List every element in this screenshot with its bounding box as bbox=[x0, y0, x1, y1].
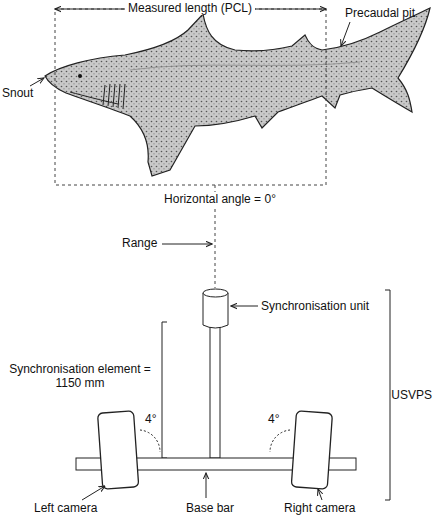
label-text: Synchronisation element = 1150 mm bbox=[9, 362, 151, 390]
label-text: Left camera bbox=[34, 501, 97, 515]
bracket bbox=[162, 322, 167, 458]
angle-arc bbox=[140, 430, 160, 452]
part-label: Snout bbox=[2, 86, 52, 100]
label-text: USVPS bbox=[391, 388, 432, 402]
dimension-label: Synchronisation element = 1150 mm bbox=[2, 362, 158, 391]
part-label: Left camera bbox=[34, 501, 124, 515]
part-label: Synchronisation unit bbox=[261, 299, 381, 313]
synchronisation-unit bbox=[203, 293, 228, 328]
label-text: Synchronisation unit bbox=[261, 299, 369, 313]
leader-line bbox=[82, 486, 105, 500]
right-camera bbox=[291, 411, 332, 489]
leader-line bbox=[162, 244, 212, 245]
label-text: Base bar bbox=[186, 501, 234, 515]
leader-line bbox=[318, 489, 322, 500]
angle-label: Horizontal angle = 0° bbox=[150, 192, 290, 206]
system-label: USVPS bbox=[391, 388, 429, 402]
label-text: 4° bbox=[145, 412, 156, 426]
label-text: Measured length (PCL) bbox=[125, 1, 255, 15]
label-text: Snout bbox=[2, 86, 33, 100]
bracket bbox=[385, 290, 390, 500]
left-camera bbox=[98, 411, 139, 489]
angle-arc bbox=[270, 430, 290, 452]
label-text: Right camera bbox=[284, 501, 355, 515]
label-text: 4° bbox=[268, 412, 279, 426]
shark-illustration bbox=[45, 8, 430, 176]
label-text: Horizontal angle = 0° bbox=[161, 192, 279, 206]
leader-line bbox=[30, 78, 44, 86]
leader-line bbox=[206, 473, 207, 498]
part-label: Base bar bbox=[175, 501, 245, 515]
dimension-label: Measured length (PCL) bbox=[95, 1, 285, 15]
synchronisation-element bbox=[210, 325, 220, 458]
angle-label: 4° bbox=[145, 412, 169, 426]
part-label: Right camera bbox=[284, 501, 384, 515]
label-text: Range bbox=[122, 236, 157, 250]
part-label: Precaudal pit bbox=[345, 6, 433, 20]
part-label: Range bbox=[122, 236, 162, 250]
angle-label: 4° bbox=[268, 412, 292, 426]
label-text: Precaudal pit bbox=[345, 6, 415, 20]
measure-frame bbox=[55, 9, 326, 185]
leader-line bbox=[231, 306, 258, 307]
leader-line bbox=[341, 22, 350, 46]
